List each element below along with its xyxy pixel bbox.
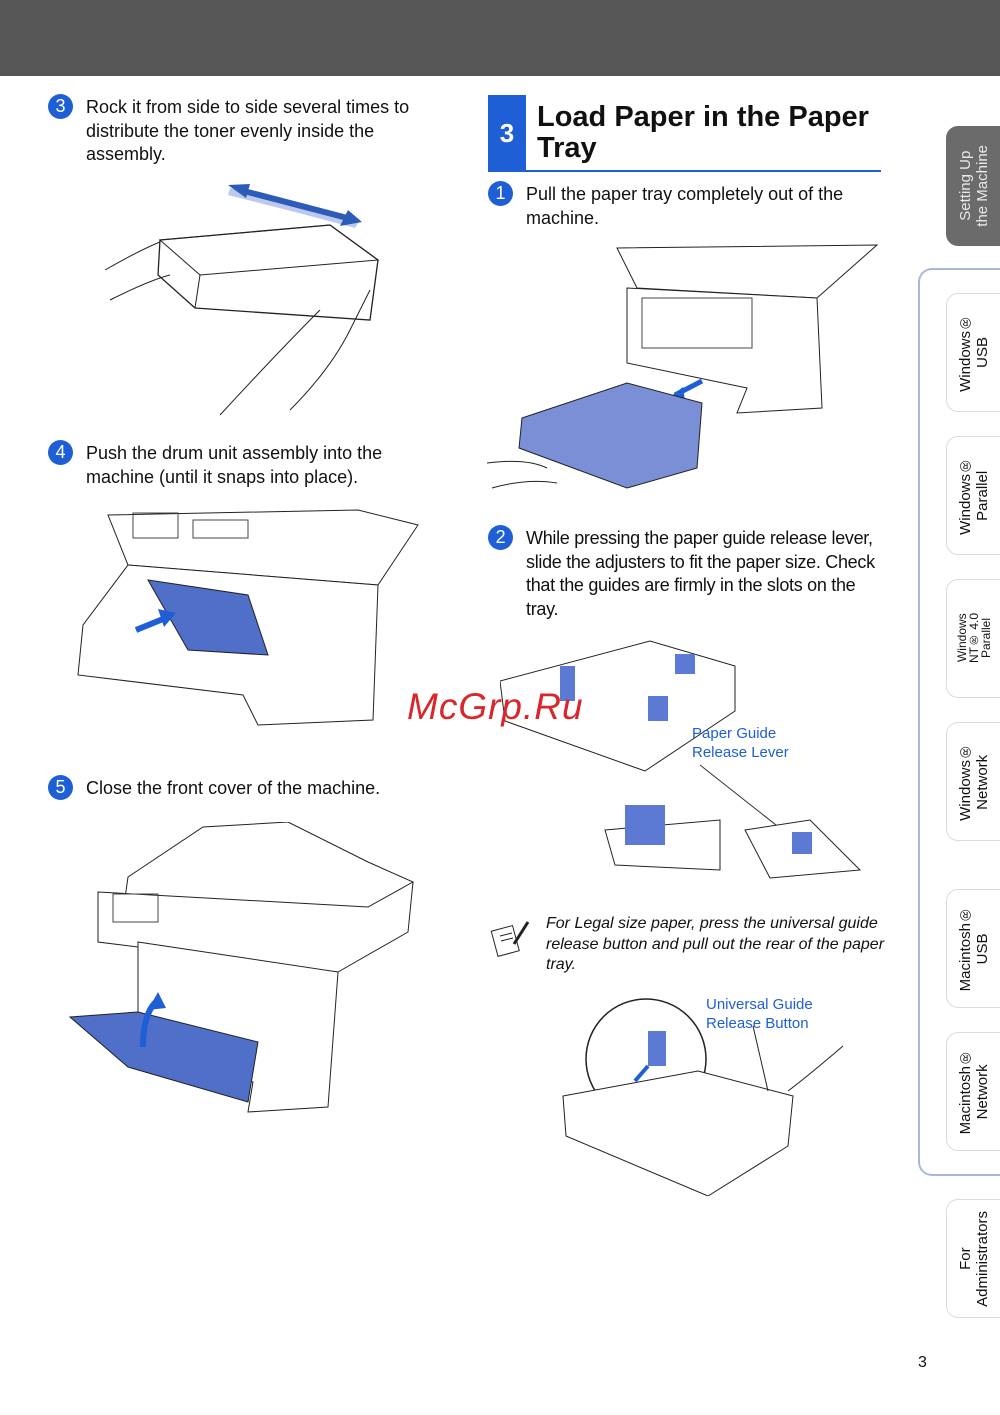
os-tabs-bracket xyxy=(918,268,1000,1176)
note-pencil-icon xyxy=(490,921,530,957)
universal-guide-release-button-label: Universal Guide Release Button xyxy=(706,996,813,1032)
step-4-push-drum: 4 Push the drum unit assembly into the m… xyxy=(48,440,428,489)
tab-label: Windows® Parallel xyxy=(956,456,991,535)
tab-windows-network[interactable]: Windows® Network xyxy=(946,722,1000,841)
toner-rocking-illustration xyxy=(104,184,380,416)
pull-tray-illustration xyxy=(487,244,879,489)
step-number: 1 xyxy=(488,181,513,206)
step-3-rock-toner: 3 Rock it from side to side several time… xyxy=(48,94,428,167)
step-number: 3 xyxy=(48,94,73,119)
section-number: 3 xyxy=(488,95,526,172)
guide-adjust-detail-illustration xyxy=(604,764,862,879)
tab-label: Windows® Network xyxy=(956,742,991,821)
step-text: Rock it from side to side several times … xyxy=(86,97,410,164)
universal-guide-illustration xyxy=(562,998,844,1196)
tab-windows-usb[interactable]: Windows® USB xyxy=(946,293,1000,412)
paper-tray-guides-illustration xyxy=(500,640,736,772)
paper-guide-release-lever-label: Paper Guide Release Lever xyxy=(692,725,789,761)
tab-windows-nt-parallel[interactable]: Windows NT® 4.0 Parallel xyxy=(946,579,1000,698)
tab-macintosh-network[interactable]: Macintosh® Network xyxy=(946,1032,1000,1151)
step-text: While pressing the paper guide release l… xyxy=(526,528,875,619)
step-number: 4 xyxy=(48,440,73,465)
step-number: 5 xyxy=(48,775,73,800)
step-1-pull-tray: 1 Pull the paper tray completely out of … xyxy=(488,181,868,230)
watermark-text: McGrp.Ru xyxy=(407,686,584,727)
tab-label: Windows NT® 4.0 Parallel xyxy=(954,613,993,664)
tab-windows-parallel[interactable]: Windows® Parallel xyxy=(946,436,1000,555)
tab-setting-up-machine[interactable]: Setting Up the Machine xyxy=(946,126,1000,246)
section-title: Load Paper in the Paper Tray xyxy=(537,101,869,164)
page-header-bar xyxy=(0,0,1000,76)
tab-label: Macintosh® Network xyxy=(956,1048,991,1135)
tab-label: Setting Up the Machine xyxy=(956,145,991,227)
tab-for-administrators[interactable]: For Administrators xyxy=(946,1199,1000,1318)
tab-macintosh-usb[interactable]: Macintosh® USB xyxy=(946,889,1000,1008)
step-number: 2 xyxy=(488,525,513,550)
drum-insert-illustration xyxy=(77,509,419,726)
legal-size-note: For Legal size paper, press the universa… xyxy=(546,915,885,973)
tab-label: Windows® USB xyxy=(956,313,991,392)
tab-label: Macintosh® USB xyxy=(956,905,991,992)
close-cover-illustration xyxy=(68,822,414,1113)
section-header: 3 Load Paper in the Paper Tray xyxy=(488,95,881,172)
step-5-close-cover: 5 Close the front cover of the machine. xyxy=(48,775,428,801)
step-text: Close the front cover of the machine. xyxy=(86,778,381,798)
step-2-slide-adjusters: 2 While pressing the paper guide release… xyxy=(488,525,883,621)
step-text: Pull the paper tray completely out of th… xyxy=(526,184,844,228)
page-number: 3 xyxy=(918,1354,927,1371)
step-text: Push the drum unit assembly into the mac… xyxy=(86,443,383,487)
tab-label: For Administrators xyxy=(956,1210,991,1307)
